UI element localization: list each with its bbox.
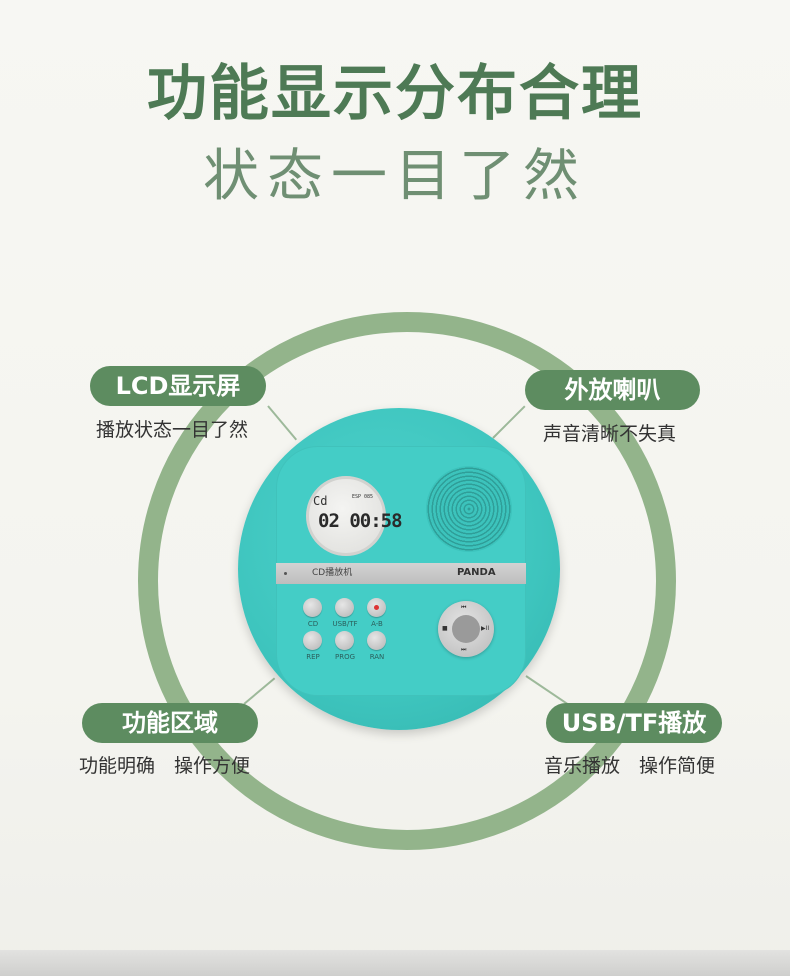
cd-button-label: CD [307, 620, 319, 628]
label-strip [276, 563, 526, 584]
headline-title: 功能显示分布合理 [147, 59, 643, 129]
cd-button[interactable] [303, 598, 322, 617]
usb-tf-button-label: USB/TF [332, 620, 358, 628]
feature-caption-controls: 功能明确 操作方便 [79, 755, 251, 777]
record-dot-icon [374, 605, 379, 610]
feature-pill-lcd: LCD显示屏 [90, 366, 266, 406]
previous-icon[interactable]: ⏮ [461, 604, 467, 611]
lcd-mode-text: Cd [313, 494, 328, 508]
prog-button-label: PROG [334, 653, 356, 661]
ran-button[interactable] [367, 631, 386, 650]
indicator-dot [284, 572, 287, 575]
play-pause-icon[interactable]: ▶II [481, 625, 490, 632]
brand-logo-text: PANDA [457, 567, 496, 578]
next-icon[interactable]: ⏭ [461, 646, 467, 653]
ab-button[interactable] [367, 598, 386, 617]
feature-pill-speaker: 外放喇叭 [525, 370, 700, 410]
lcd-screen [306, 476, 386, 556]
stop-icon[interactable]: ■ [442, 625, 448, 632]
bottom-band [0, 950, 790, 976]
feature-pill-usb: USB/TF播放 [546, 703, 722, 743]
rep-button-label: REP [306, 653, 320, 661]
ran-button-label: RAN [369, 653, 385, 661]
strip-label-text: CD播放机 [312, 568, 353, 578]
usb-tf-button[interactable] [335, 598, 354, 617]
feature-pill-controls: 功能区域 [82, 703, 258, 743]
speaker-grille [426, 466, 512, 552]
feature-caption-lcd: 播放状态一目了然 [96, 419, 249, 441]
feature-caption-usb: 音乐播放 操作简便 [544, 755, 716, 777]
rep-button[interactable] [303, 631, 322, 650]
lcd-flags-text: ESP 085 [352, 494, 374, 500]
ab-button-label: A-B [371, 620, 383, 628]
dpad-center[interactable] [452, 615, 480, 643]
prog-button[interactable] [335, 631, 354, 650]
feature-caption-speaker: 声音清晰不失真 [543, 423, 677, 445]
lcd-time-text: 02 00:58 [318, 510, 403, 532]
headline-subtitle: 状态一目了然 [203, 144, 587, 209]
